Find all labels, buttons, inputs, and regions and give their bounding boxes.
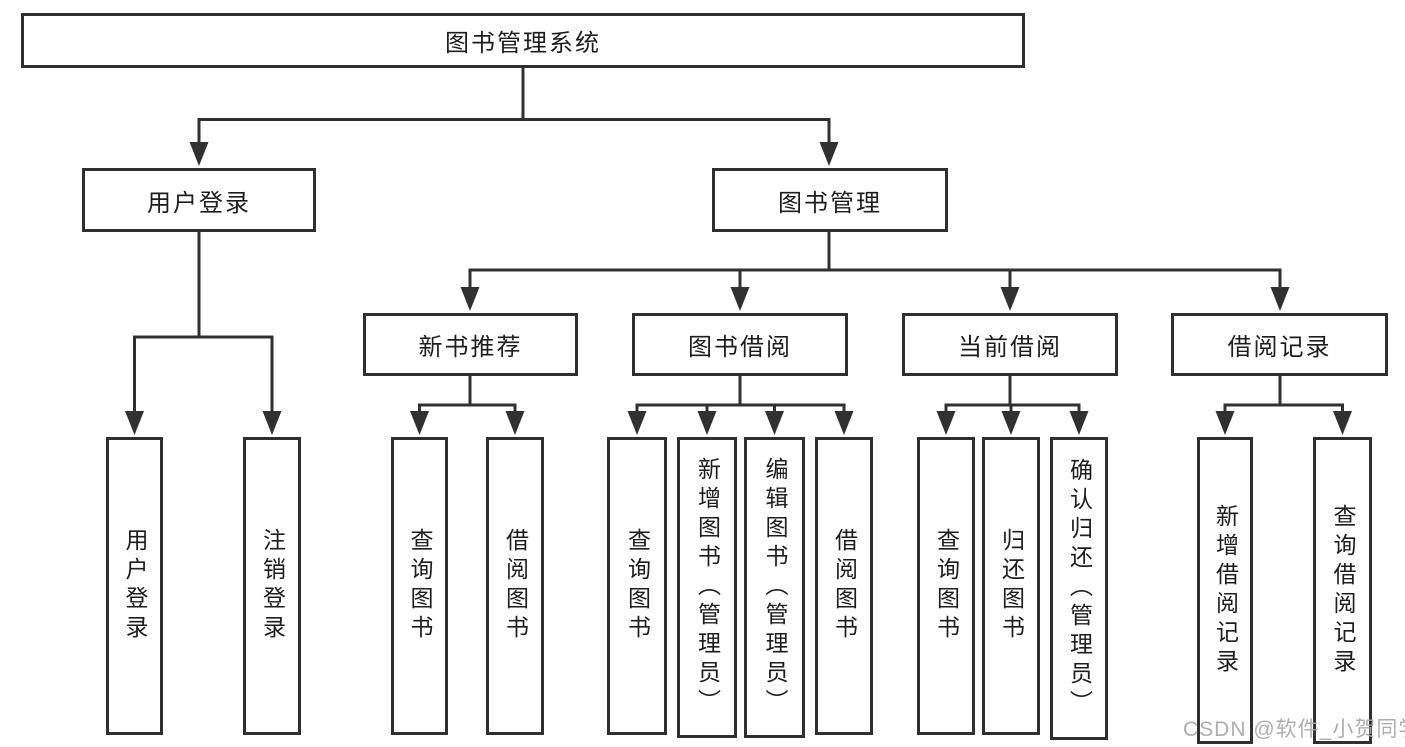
leaf-add-borrow-record: 新增借阅记录: [1197, 437, 1253, 744]
arrow-head: [1333, 411, 1352, 435]
arrow-head: [189, 142, 209, 166]
node-label: 编辑图书（管理员）: [762, 457, 788, 718]
leaf-user-login: 用户登录: [106, 437, 163, 735]
arrow-head: [460, 287, 480, 311]
arrow-head: [819, 142, 839, 166]
arrow-head: [262, 411, 282, 435]
node-label: 当前借阅: [958, 334, 1062, 361]
node-label: 借阅图书: [502, 528, 529, 644]
arrow-head: [834, 411, 854, 435]
node-label: 查询图书: [624, 528, 651, 644]
arrow-head: [1215, 411, 1235, 435]
arrow-head: [730, 287, 750, 311]
node-label: 归还图书: [998, 528, 1025, 644]
node-label: 注销登录: [259, 528, 286, 644]
arrow-head: [1270, 287, 1290, 311]
node-book-borrowing: 图书借阅: [632, 313, 848, 376]
node-label: 查询图书: [933, 528, 960, 644]
leaf-return-books: 归还图书: [982, 437, 1040, 735]
leaf-borrow-books-recommend: 借阅图书: [486, 437, 544, 735]
node-label: 图书管理: [778, 189, 882, 217]
arrow-head: [765, 411, 784, 435]
leaf-confirm-return-admin: 确认归还（管理员）: [1050, 437, 1108, 740]
arrow-head: [697, 411, 717, 435]
node-book-management: 图书管理: [712, 168, 948, 232]
node-label: 用户登录: [147, 189, 251, 217]
node-label: 新书推荐: [418, 334, 523, 361]
leaf-query-books-recommend: 查询图书: [391, 437, 448, 735]
node-label: 查询图书: [407, 528, 433, 644]
arrow-head: [1069, 411, 1089, 435]
node-borrowing-records: 借阅记录: [1171, 313, 1388, 376]
arrow-head: [1001, 411, 1021, 435]
arrow-head: [505, 411, 525, 435]
arrow-head: [936, 411, 956, 435]
node-label: 新增借阅记录: [1212, 503, 1239, 678]
watermark-text: CSDN @软件_小贺同学: [1183, 718, 1405, 741]
leaf-query-books-borrow: 查询图书: [607, 437, 667, 735]
node-label: 借阅图书: [831, 528, 858, 644]
node-current-borrowing: 当前借阅: [902, 313, 1118, 376]
node-label: 查询借阅记录: [1330, 503, 1356, 678]
node-label: 图书借阅: [688, 334, 792, 361]
leaf-query-books-current: 查询图书: [917, 437, 975, 735]
node-label: 用户登录: [122, 528, 148, 644]
node-user-login: 用户登录: [82, 168, 316, 232]
node-library-management-system: 图书管理系统: [21, 13, 1025, 68]
arrow-head: [125, 411, 144, 435]
node-new-book-recommendation: 新书推荐: [363, 313, 578, 376]
leaf-edit-books-admin: 编辑图书（管理员）: [744, 437, 805, 738]
arrow-head: [627, 411, 647, 435]
node-label: 借阅记录: [1227, 334, 1332, 361]
leaf-logout-login: 注销登录: [243, 437, 301, 735]
node-label: 图书管理系统: [445, 30, 601, 57]
leaf-borrow-books: 借阅图书: [815, 437, 873, 735]
leaf-query-borrow-record: 查询借阅记录: [1313, 437, 1372, 744]
arrow-head: [410, 411, 429, 435]
node-label: 新增图书（管理员）: [694, 457, 721, 718]
arrow-head: [1000, 287, 1020, 311]
node-label: 确认归还（管理员）: [1066, 458, 1093, 719]
leaf-add-books-admin: 新增图书（管理员）: [677, 437, 737, 738]
